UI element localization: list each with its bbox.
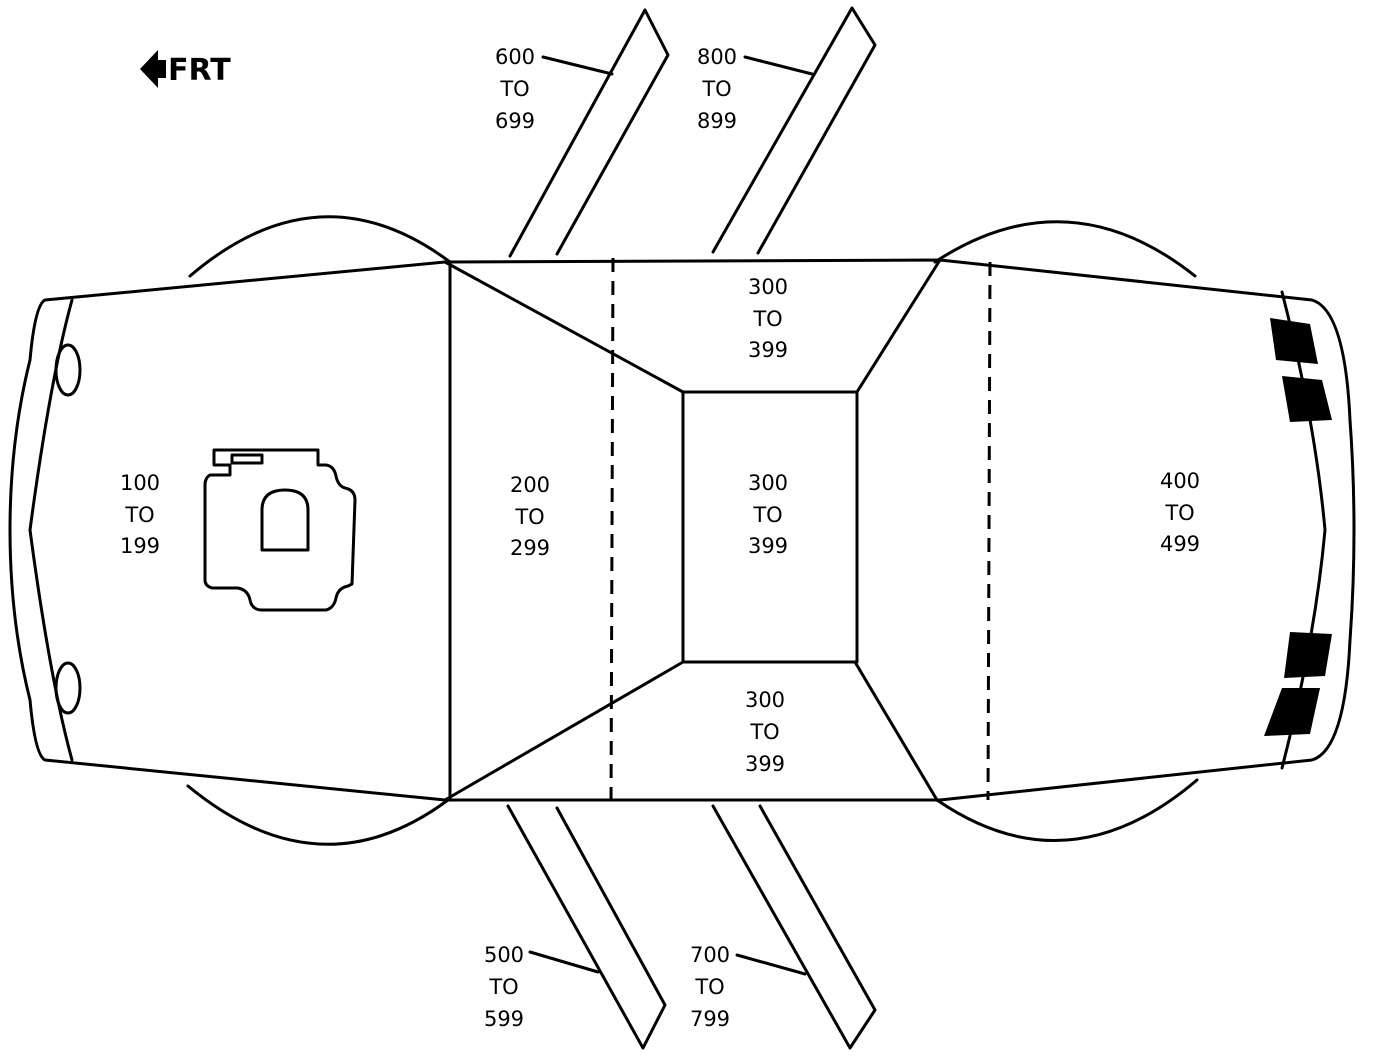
headlight-right (54, 661, 82, 715)
engine-block (203, 448, 357, 612)
zone-label-line: TO (124, 503, 154, 527)
roof-panel (681, 390, 859, 664)
zone-label-line: 899 (697, 109, 737, 133)
zone-label-line: 300 (745, 688, 785, 712)
front-direction-indicator: FRT (140, 50, 231, 88)
zone-label-line: 599 (484, 1007, 524, 1031)
zone-label-line: 699 (495, 109, 535, 133)
engine-dome (260, 488, 310, 552)
windshield-top (443, 260, 685, 394)
zone-label-line: TO (752, 307, 782, 331)
zone-label-line: TO (694, 975, 724, 999)
zone-label-right-front-door: 500 TO 599 (484, 943, 524, 1031)
door-700 (711, 804, 877, 1050)
zone-label-line: 200 (510, 473, 550, 497)
zone-label-line: 399 (748, 338, 788, 362)
tail-lights (1264, 318, 1332, 736)
zone-label-line: 499 (1160, 532, 1200, 556)
zone-label-cowl: 200 TO 299 (510, 473, 550, 560)
doors (506, 6, 877, 1050)
zone-label-line: 299 (510, 536, 550, 560)
engine-outline (203, 448, 357, 612)
divider-roof-rear (986, 261, 992, 801)
zone-label-line: TO (1164, 501, 1194, 525)
backlight-bottom (853, 660, 939, 802)
door-800 (711, 6, 877, 255)
zone-label-line: TO (514, 505, 544, 529)
door-500 (506, 804, 667, 1050)
zone-label-left-front-door: 600 TO 699 (495, 45, 535, 133)
zone-label-line: TO (749, 720, 779, 744)
zone-label-left-rear-door: 800 TO 899 (697, 45, 737, 133)
tail-light-4 (1264, 688, 1320, 736)
wheel-front-right (186, 784, 450, 846)
zone-label-front: 100 TO 199 (120, 471, 160, 558)
zone-label-right-rear-door: 700 TO 799 (690, 943, 730, 1031)
wheel-rear-right (935, 778, 1199, 842)
zone-label-line: 799 (690, 1007, 730, 1031)
wheel-front-left (188, 215, 452, 278)
zone-label-line: 600 (495, 45, 535, 69)
frt-label: FRT (168, 53, 231, 88)
leader-500 (528, 950, 600, 974)
tail-light-3 (1284, 632, 1332, 678)
zone-label-roof-bottom: 300 TO 399 (745, 688, 785, 776)
zone-label-line: 100 (120, 471, 160, 495)
zone-label-line: 300 (748, 471, 788, 495)
front-arrow-icon (140, 50, 166, 88)
zone-label-line: TO (488, 975, 518, 999)
zone-label-line: 300 (748, 275, 788, 299)
engine-bracket (230, 453, 264, 465)
zone-label-line: TO (752, 503, 782, 527)
zone-label-line: 400 (1160, 469, 1200, 493)
zone-label-line: 399 (748, 534, 788, 558)
leader-600 (541, 55, 614, 76)
zone-label-roof-top: 300 TO 399 (748, 275, 788, 362)
leader-800 (743, 55, 814, 76)
zone-label-line: TO (701, 77, 731, 101)
zone-label-line: 399 (745, 752, 785, 776)
tail-light-1 (1270, 318, 1318, 364)
zone-label-line: 500 (484, 943, 524, 967)
leader-700 (735, 953, 807, 976)
zone-label-line: 700 (690, 943, 730, 967)
divider-cowl-roof (609, 257, 615, 806)
windshield-bottom (443, 660, 685, 802)
body-outline (8, 258, 1356, 802)
headlight-left (54, 343, 82, 397)
wheels (186, 215, 1199, 846)
zone-label-line: 199 (120, 534, 160, 558)
zone-label-roof-center: 300 TO 399 (748, 471, 788, 558)
wheel-rear-left (933, 220, 1197, 278)
zone-labels: 100 TO 199 200 TO 299 300 TO 399 300 TO … (120, 45, 1200, 1031)
zone-dividers (443, 257, 992, 806)
zone-label-line: 800 (697, 45, 737, 69)
front-bumper-line (28, 298, 74, 762)
tail-light-2 (1282, 376, 1332, 422)
backlight-top (855, 258, 942, 394)
zone-label-line: TO (499, 77, 529, 101)
zone-label-rear: 400 TO 499 (1160, 469, 1200, 556)
door-600 (508, 8, 670, 258)
